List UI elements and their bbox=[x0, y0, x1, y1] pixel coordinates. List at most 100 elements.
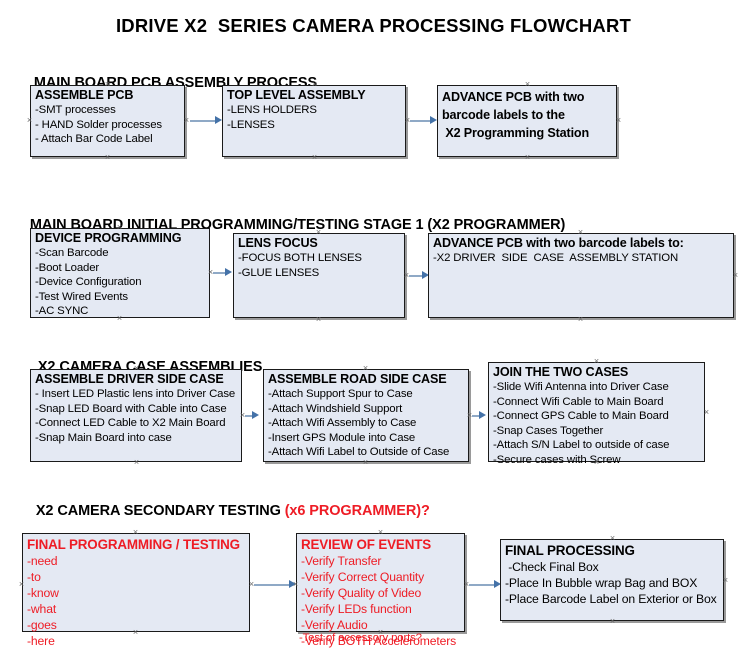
box-title: JOIN THE TWO CASES bbox=[493, 365, 629, 379]
process-box-device-programming[interactable]: DEVICE PROGRAMMING -Scan Barcode -Boot L… bbox=[30, 228, 210, 318]
connector-line bbox=[213, 272, 226, 274]
box-title: FINAL PROGRAMMING / TESTING bbox=[27, 537, 240, 552]
connector-line bbox=[472, 415, 481, 417]
box-line: -SMT processes bbox=[35, 104, 116, 116]
connection-handle-right[interactable] bbox=[732, 272, 739, 279]
box-line: -Connect GPS Cable to Main Board bbox=[493, 410, 669, 423]
box-line: -Slide Wifi Antenna into Driver Case bbox=[493, 381, 669, 393]
process-box-assemble-pcb[interactable]: ASSEMBLE PCB -SMT processes - HAND Solde… bbox=[30, 85, 185, 157]
box-line: -Attach Wifi Label to Outside of Case bbox=[268, 446, 450, 459]
box-line: -what bbox=[27, 602, 57, 616]
process-box-join-the-two-cases[interactable]: JOIN THE TWO CASES -Slide Wifi Antenna i… bbox=[488, 362, 705, 466]
process-box-top-level-assembly[interactable]: TOP LEVEL ASSEMBLY -LENS HOLDERS -LENSES bbox=[222, 85, 406, 157]
box-line: -Attach S/N Label to outside of case bbox=[493, 439, 670, 452]
box-line: -Insert GPS Module into Case bbox=[268, 431, 416, 444]
arrow-head-icon bbox=[430, 116, 437, 124]
box-line: -Attach Windshield Support bbox=[268, 402, 403, 415]
box-content: ADVANCE PCB with two barcode labels to: … bbox=[429, 234, 733, 266]
connection-handle-right[interactable] bbox=[703, 409, 710, 416]
connection-handle-right[interactable] bbox=[183, 117, 190, 124]
connector-line bbox=[254, 584, 290, 586]
box-content: LENS FOCUS -FOCUS BOTH LENSES -GLUE LENS… bbox=[234, 234, 404, 280]
connection-handle-top[interactable] bbox=[377, 529, 384, 536]
box-line: -GLUE LENSES bbox=[238, 266, 320, 279]
arrow-head-icon bbox=[215, 116, 222, 124]
box-line: -Verify LEDs function bbox=[301, 602, 412, 616]
arrow-head-icon bbox=[225, 268, 232, 276]
connector-line bbox=[190, 120, 216, 122]
connection-handle-bottom[interactable] bbox=[362, 459, 369, 466]
connection-handle-bottom[interactable] bbox=[116, 315, 123, 322]
box-content: ADVANCE PCB with two barcode labels to t… bbox=[438, 86, 616, 142]
box-line: -Place In Bubble wrap Bag and BOX bbox=[505, 576, 698, 590]
arrow-head-icon bbox=[422, 271, 429, 279]
arrow-head-icon bbox=[494, 580, 501, 588]
connection-handle-top[interactable] bbox=[315, 229, 322, 236]
connection-handle-right[interactable] bbox=[722, 577, 729, 584]
connection-handle-bottom[interactable] bbox=[315, 316, 322, 323]
connection-handle-top[interactable] bbox=[116, 224, 123, 231]
box-line: -here bbox=[27, 634, 55, 648]
box-content: REVIEW OF EVENTS -Verify Transfer -Verif… bbox=[297, 534, 464, 649]
connection-handle-bottom[interactable] bbox=[311, 154, 318, 161]
box-line: -LENS HOLDERS bbox=[227, 104, 317, 116]
box-line: -Boot Loader bbox=[35, 261, 100, 274]
connection-handle-bottom[interactable] bbox=[593, 459, 600, 466]
connection-handle-left[interactable] bbox=[18, 581, 25, 588]
process-box-final-programming-testing[interactable]: FINAL PROGRAMMING / TESTING -need -to -k… bbox=[22, 533, 250, 648]
connection-handle-bottom[interactable] bbox=[577, 316, 584, 323]
connection-handle-bottom[interactable] bbox=[377, 629, 384, 636]
process-box-assemble-road-side-case[interactable]: ASSEMBLE ROAD SIDE CASE -Attach Support … bbox=[263, 369, 469, 462]
connection-handle-top[interactable] bbox=[609, 535, 616, 542]
connection-handle-top[interactable] bbox=[362, 365, 369, 372]
connector-line bbox=[469, 584, 495, 586]
connection-handle-left[interactable] bbox=[292, 581, 299, 588]
box-line: -X2 DRIVER SIDE CASE ASSEMBLY STATION bbox=[433, 252, 679, 264]
connection-handle-left[interactable] bbox=[26, 117, 33, 124]
process-box-advance-pcb-driver-side[interactable]: ADVANCE PCB with two barcode labels to: … bbox=[428, 233, 734, 318]
connection-handle-right[interactable] bbox=[615, 117, 622, 124]
box-line: -Verify Transfer bbox=[301, 554, 382, 568]
box-line: -Test Wired Events bbox=[35, 290, 128, 303]
box-line: X2 Programming Station bbox=[442, 126, 589, 140]
box-line: -Device Configuration bbox=[35, 276, 142, 289]
overflow-text-test-accessory-ports: -Test of accessory ports? bbox=[299, 632, 422, 644]
process-box-lens-focus[interactable]: LENS FOCUS -FOCUS BOTH LENSES -GLUE LENS… bbox=[233, 233, 405, 318]
box-title: DEVICE PROGRAMMING bbox=[35, 231, 182, 245]
box-line: -Verify Quality of Video bbox=[301, 586, 422, 600]
box-line: -Connect LED Cable to X2 Main Board bbox=[35, 417, 226, 430]
connection-handle-top[interactable] bbox=[524, 81, 531, 88]
box-line: -Connect Wifi Cable to Main Board bbox=[493, 395, 664, 408]
connection-handle-top[interactable] bbox=[593, 358, 600, 365]
connection-handle-top[interactable] bbox=[104, 81, 111, 88]
section-heading-4-text: X2 CAMERA SECONDARY TESTING bbox=[35, 503, 285, 519]
box-title: ASSEMBLE ROAD SIDE CASE bbox=[268, 372, 447, 386]
connection-handle-bottom[interactable] bbox=[524, 154, 531, 161]
process-box-final-processing[interactable]: FINAL PROCESSING -Check Final Box -Place… bbox=[500, 539, 724, 621]
connection-handle-bottom[interactable] bbox=[132, 629, 139, 636]
process-box-advance-pcb-programming-station[interactable]: ADVANCE PCB with two barcode labels to t… bbox=[437, 85, 617, 157]
connector-line bbox=[410, 120, 431, 122]
box-line: - Attach Bar Code Label bbox=[35, 133, 153, 146]
box-line: -Attach Support Spur to Case bbox=[268, 388, 413, 400]
box-line: - HAND Solder processes bbox=[35, 118, 162, 131]
box-line: -Verify Audio bbox=[301, 618, 368, 632]
box-line: -LENSES bbox=[227, 118, 275, 131]
connection-handle-top[interactable] bbox=[577, 229, 584, 236]
box-line: -Verify Correct Quantity bbox=[301, 570, 425, 584]
box-line: -Check Final Box bbox=[505, 560, 599, 574]
box-line: -AC SYNC bbox=[35, 305, 89, 318]
box-content: DEVICE PROGRAMMING -Scan Barcode -Boot L… bbox=[31, 229, 209, 319]
box-line: -goes bbox=[27, 618, 57, 632]
process-box-review-of-events[interactable]: REVIEW OF EVENTS -Verify Transfer -Verif… bbox=[296, 533, 465, 648]
connection-handle-top[interactable] bbox=[132, 529, 139, 536]
connection-handle-bottom[interactable] bbox=[133, 459, 140, 466]
connection-handle-bottom[interactable] bbox=[104, 154, 111, 161]
connection-handle-top[interactable] bbox=[311, 81, 318, 88]
box-title: ASSEMBLE DRIVER SIDE CASE bbox=[35, 372, 224, 386]
box-line: -FOCUS BOTH LENSES bbox=[238, 252, 362, 264]
process-box-assemble-driver-side-case[interactable]: ASSEMBLE DRIVER SIDE CASE - Insert LED P… bbox=[30, 369, 242, 462]
box-content: ASSEMBLE PCB -SMT processes - HAND Solde… bbox=[31, 86, 184, 147]
connection-handle-top[interactable] bbox=[133, 365, 140, 372]
connection-handle-bottom[interactable] bbox=[609, 618, 616, 625]
